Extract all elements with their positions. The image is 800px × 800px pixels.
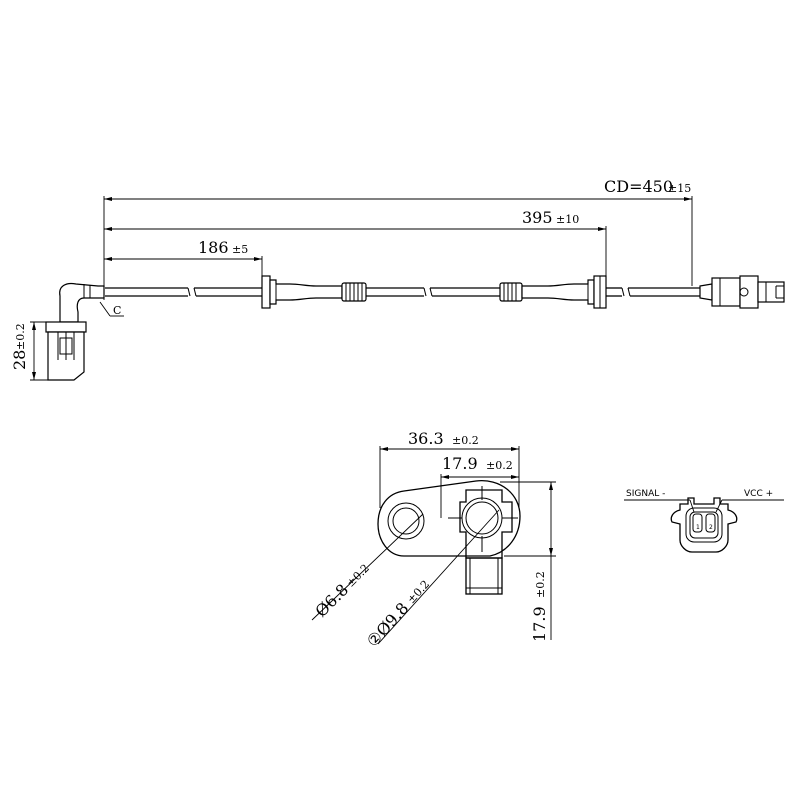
dim-36-3-main: 36.3 xyxy=(408,429,444,448)
connector-plug xyxy=(699,275,785,309)
grommet-left xyxy=(261,275,343,309)
dim-17-9-h-main: 17.9 xyxy=(442,454,478,473)
cable-assembly: CD=450 ±15 395 ±10 186 ±5 C 28 ±0.2 xyxy=(10,177,785,381)
dim-186-main: 186 xyxy=(198,238,229,257)
strain-relief-left xyxy=(341,282,367,302)
connector-pinout: SIGNAL - VCC + 1 2 xyxy=(624,489,784,553)
sensor-bore xyxy=(461,497,503,539)
dim-395-tol: ±10 xyxy=(556,213,579,226)
mounting-hole xyxy=(387,502,425,540)
dim-dia-6-8-tol: ±0.2 xyxy=(344,562,372,590)
dimension-lines-top xyxy=(30,196,693,381)
dim-dia-9-8-tol: ±0.2 xyxy=(405,578,433,607)
dim-dia-6-8-main: Ø6.8 xyxy=(311,580,352,621)
dim-17-9-v-tol: ±0.2 xyxy=(534,571,547,598)
grommet-right xyxy=(521,275,607,309)
dim-17-9-h-tol: ±0.2 xyxy=(486,459,513,472)
dim-cd-main: CD=450 xyxy=(604,177,673,196)
cable xyxy=(105,287,700,297)
dim-395-main: 395 xyxy=(522,208,553,227)
dim-186-tol: ±5 xyxy=(232,243,248,256)
dim-28-main: 28 xyxy=(10,350,29,370)
strain-relief-right xyxy=(499,282,523,302)
dimension-lines-bottom xyxy=(311,446,556,645)
pin-2-label: 2 xyxy=(709,524,713,531)
vcc-label: VCC + xyxy=(744,489,773,499)
dim-28-tol: ±0.2 xyxy=(14,323,27,350)
connector-face xyxy=(670,497,738,553)
signal-label: SIGNAL - xyxy=(626,489,665,499)
dim-cd-tol: ±15 xyxy=(668,182,691,195)
sensor-head xyxy=(45,282,105,381)
dim-17-9-v-main: 17.9 xyxy=(530,606,549,642)
dim-36-3-tol: ±0.2 xyxy=(452,434,479,447)
dim-c-label: C xyxy=(113,304,121,317)
pin-1-label: 1 xyxy=(696,524,700,531)
flange-view: 36.3 ±0.2 17.9 ±0.2 17.9 ±0.2 Ø6.8 ±0.2 … xyxy=(311,429,556,651)
dim-dia-9-8-main: ②Ø9.8 xyxy=(363,599,413,651)
flange-body xyxy=(377,480,521,557)
